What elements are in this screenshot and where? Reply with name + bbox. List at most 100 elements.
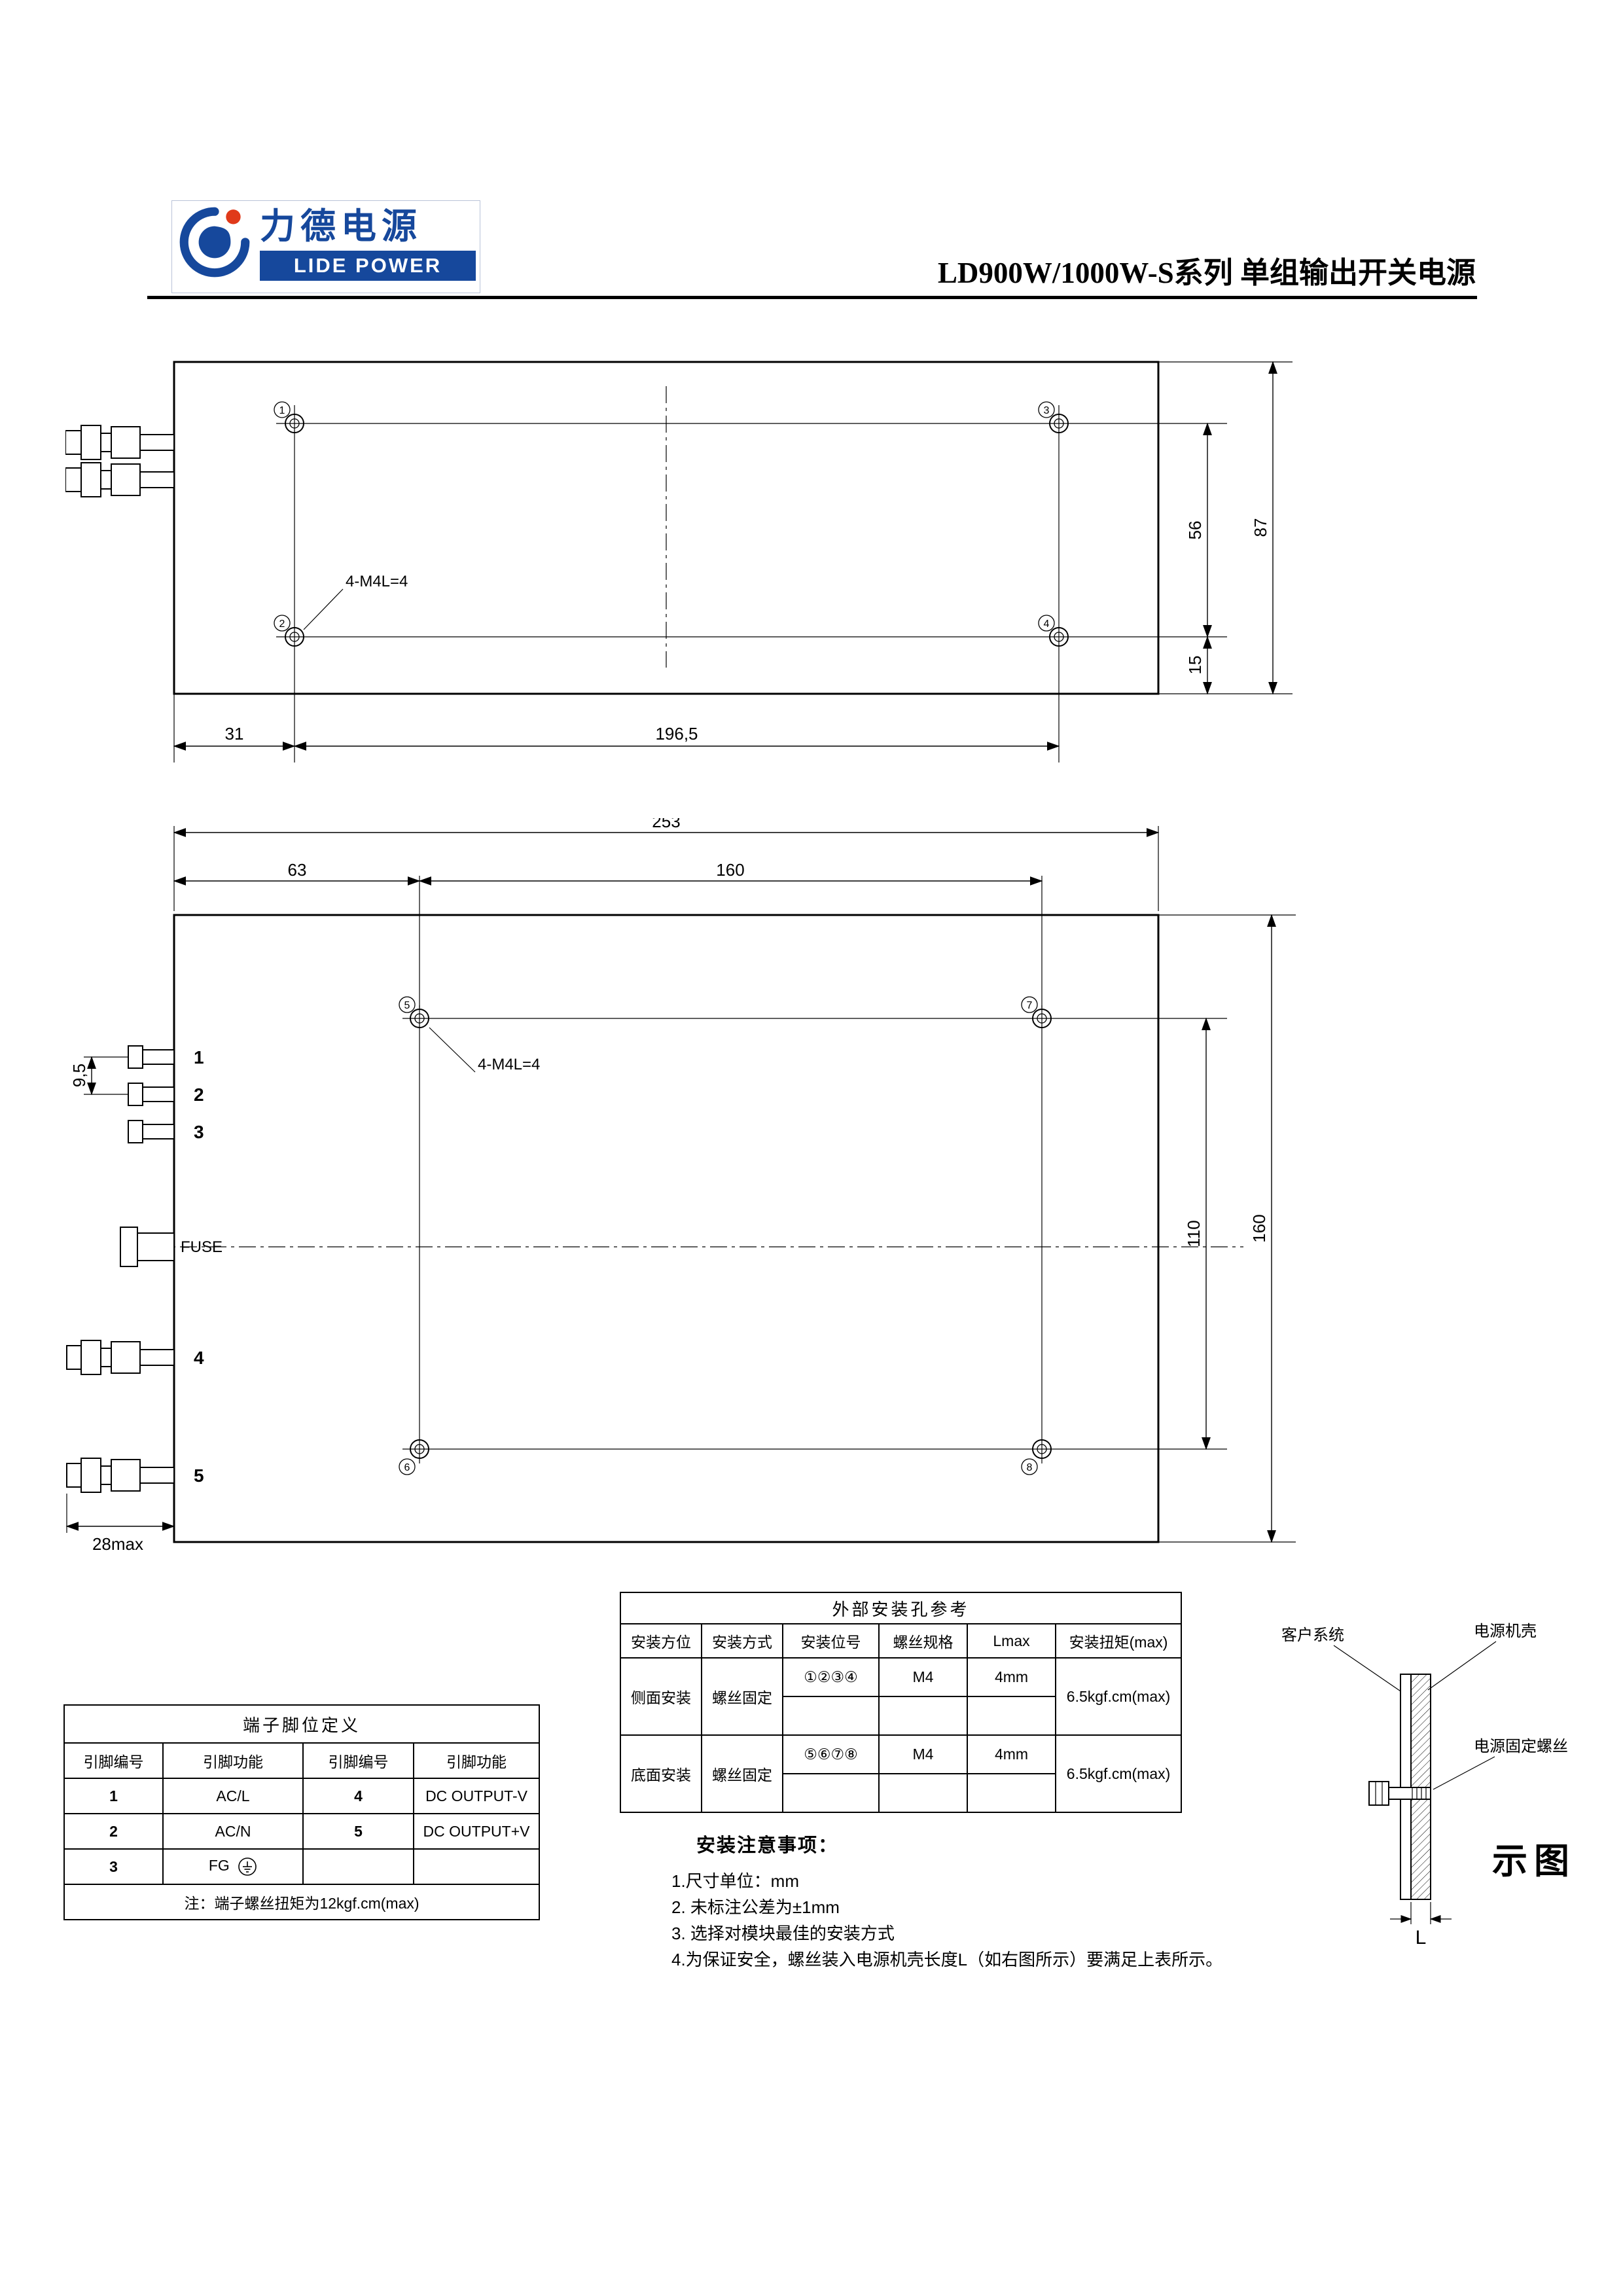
col-header: 引脚功能 [412, 1742, 541, 1779]
table-subrow [620, 1773, 1181, 1813]
fuse-holder [120, 1227, 175, 1267]
fixing-screw [1368, 1781, 1431, 1806]
mounting-hole-5: 5 [399, 996, 429, 1028]
table-row: 2 AC/N 5 DC OUTPUT+V [63, 1813, 541, 1850]
cell: 螺丝固定 [701, 1734, 783, 1813]
drawing-side-view: 1 3 2 4 4-M4L=4 [65, 361, 1293, 762]
dim-L: L [1390, 1902, 1452, 1948]
dim-15: 15 [1185, 636, 1212, 695]
page-title: LD900W/1000W-S系列 单组输出开关电源 [937, 257, 1476, 289]
dim-label-9-5: 9,5 [69, 1064, 89, 1087]
cell: 4mm [967, 1734, 1056, 1774]
pin-label-2: 2 [194, 1085, 204, 1105]
logo-text-block: 力德电源 LIDE POWER [260, 204, 476, 281]
note-item: 1.尺寸单位：mm [671, 1871, 800, 1891]
dim-label-28max: 28max [92, 1534, 143, 1554]
cell [878, 1773, 968, 1813]
col-header: 安装方式 [701, 1623, 783, 1659]
col-header: 引脚编号 [302, 1742, 414, 1779]
mounting-hole-3: 3 [1038, 401, 1069, 433]
hole-spec-label: 4-M4L=4 [346, 573, 408, 590]
dim-87: 87 [1251, 361, 1277, 695]
mounting-hole-1: 1 [274, 401, 304, 433]
mounting-hole-8: 8 [1021, 1439, 1052, 1475]
logo-swirl-icon [179, 207, 250, 278]
mounting-hole-2: 2 [274, 615, 304, 647]
dim-label-L: L [1416, 1927, 1427, 1948]
dim-label-110: 110 [1184, 1220, 1204, 1247]
output-terminals-side [65, 425, 175, 497]
note-item: 2. 未标注公差为±1mm [671, 1897, 840, 1917]
hole-axis-lines [173, 361, 1293, 762]
hole-number: 1 [279, 405, 285, 416]
dc-output-terminal-4 [66, 1340, 175, 1375]
table-row: 1 AC/L 4 DC OUTPUT-V [63, 1778, 541, 1814]
hole-number: 5 [404, 1000, 410, 1011]
table-row: 3 FG [63, 1848, 541, 1885]
terminal-pin-table: 端子脚位定义 引脚编号 引脚功能 引脚编号 引脚功能 1 AC/L 4 DC O… [63, 1704, 541, 1920]
dim-label-56: 56 [1185, 521, 1205, 540]
hole-spec-label: 4-M4L=4 [478, 1056, 540, 1073]
col-header: 安装位号 [782, 1623, 880, 1659]
notes-title: 安装注意事项： [696, 1835, 839, 1856]
dim-28max: 28max [65, 1494, 175, 1554]
dim-label-196-5: 196,5 [655, 724, 698, 744]
hole-number: 8 [1027, 1462, 1033, 1473]
illustration-caption: 示图 [1492, 1842, 1576, 1881]
table-title-row: 外部安装孔参考 [619, 1592, 1183, 1624]
dim-label-15: 15 [1185, 656, 1205, 675]
dim-110: 110 [1184, 1017, 1211, 1450]
company-logo: 力德电源 LIDE POWER [171, 200, 480, 293]
table-row: 底面安装 螺丝固定 ⑤⑥⑦⑧ M4 4mm 6.5kgf.cm(max) [620, 1734, 1183, 1813]
table-subrow [620, 1696, 1181, 1736]
chassis-outline [173, 361, 1160, 695]
cell: 5 [302, 1813, 414, 1850]
table-note: 注：端子螺丝扭矩为12kgf.cm(max) [63, 1884, 541, 1920]
note-item: 3. 选择对模块最佳的安装方式 [671, 1924, 895, 1943]
cell [967, 1773, 1056, 1813]
cell: DC OUTPUT-V [412, 1778, 541, 1814]
dim-253: 253 [173, 818, 1160, 837]
pin-label-5: 5 [194, 1465, 204, 1486]
cell [782, 1773, 880, 1813]
mounting-hole-7: 7 [1021, 996, 1052, 1028]
cell: 2 [63, 1813, 164, 1850]
dim-label-31: 31 [225, 724, 244, 744]
dim-160-top: 160 [418, 860, 1043, 886]
dim-63: 63 [173, 860, 421, 886]
ac-input-pins [128, 1045, 175, 1143]
cell: 螺丝固定 [701, 1657, 783, 1736]
hole-number: 6 [404, 1462, 410, 1473]
cell: 6.5kgf.cm(max) [1054, 1657, 1183, 1736]
cell: M4 [878, 1657, 968, 1697]
pin-label-1: 1 [194, 1047, 204, 1067]
dim-label-87: 87 [1251, 518, 1270, 537]
table-row: 侧面安装 螺丝固定 ①②③④ M4 4mm 6.5kgf.cm(max) [620, 1657, 1183, 1736]
header-divider [147, 296, 1477, 299]
col-header: Lmax [967, 1623, 1056, 1659]
cell: DC OUTPUT+V [412, 1813, 541, 1850]
cell [878, 1696, 968, 1736]
hole-spec-callout: 4-M4L=4 [303, 573, 408, 630]
note-item: 4.为保证安全，螺丝装入电源机壳长度L（如右图所示）要满足上表所示。 [671, 1950, 1223, 1969]
mounting-hole-4: 4 [1038, 615, 1069, 647]
mounting-hole-6: 6 [399, 1439, 429, 1475]
cell: ⑤⑥⑦⑧ [782, 1734, 880, 1774]
cell: 3 [63, 1848, 164, 1885]
cell: 4mm [967, 1657, 1056, 1697]
chassis-outline [173, 914, 1160, 1543]
dim-196-5: 196,5 [293, 724, 1060, 751]
table-title-row: 端子脚位定义 [63, 1704, 541, 1744]
fuse-label: FUSE [181, 1238, 223, 1256]
cell: 侧面安装 [620, 1657, 702, 1736]
cell: M4 [878, 1734, 968, 1774]
cell: 底面安装 [620, 1734, 702, 1813]
col-header: 引脚功能 [162, 1742, 304, 1779]
pin-label-4: 4 [194, 1348, 204, 1368]
mounting-hole-table: 外部安装孔参考 安装方位 安装方式 安装位号 螺丝规格 Lmax 安装扭矩(ma… [619, 1592, 1183, 1813]
pin-label-3: 3 [194, 1122, 204, 1142]
ground-icon [238, 1857, 257, 1876]
table-title: 外部安装孔参考 [619, 1592, 1183, 1624]
table-header-row: 安装方位 安装方式 安装位号 螺丝规格 Lmax 安装扭矩(max) [620, 1623, 1183, 1659]
col-header: 安装扭矩(max) [1054, 1623, 1183, 1659]
